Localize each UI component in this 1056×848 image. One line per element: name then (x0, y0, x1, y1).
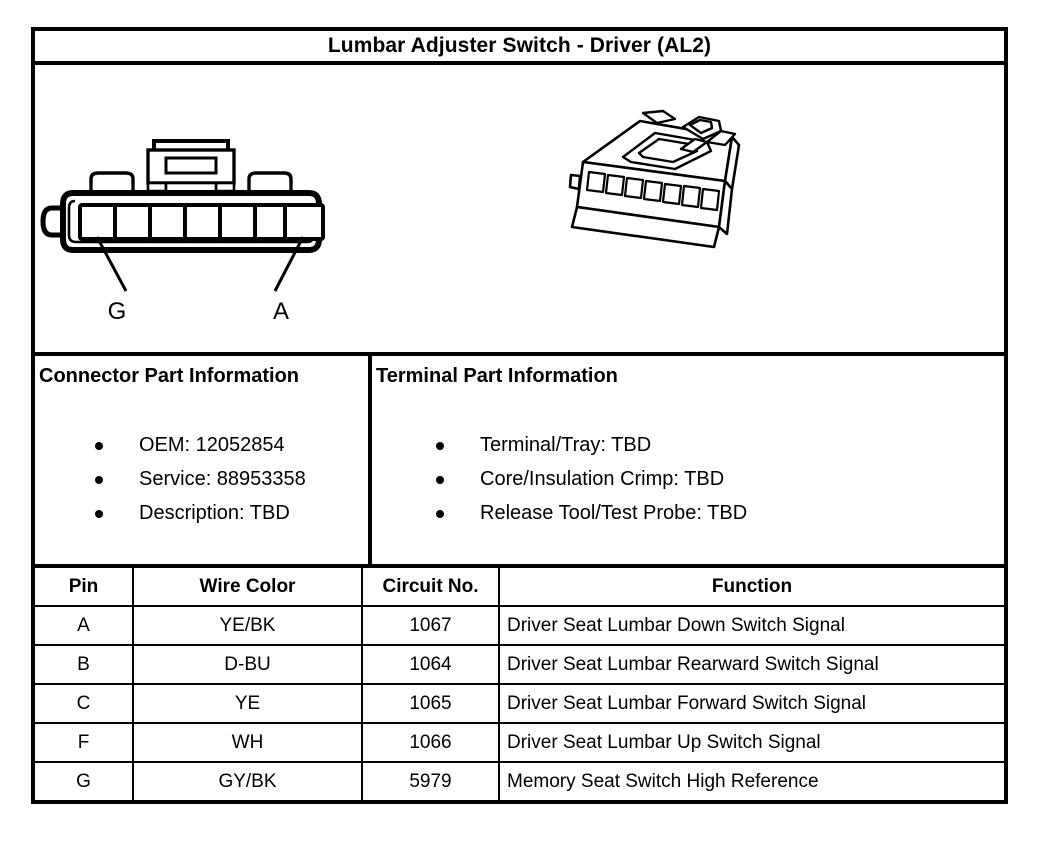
cavity-5 (218, 203, 260, 241)
connector-part-list: OEM: 12052854 Service: 88953358 Descript… (35, 428, 368, 530)
connector-illustration: G A (40, 109, 741, 325)
cell-circuit-no: 1067 (361, 605, 500, 646)
cell-circuit-no: 1066 (361, 722, 500, 763)
cell-wire-color: WH (132, 722, 363, 763)
pin-table: Pin Wire Color Circuit No. Function A YE… (31, 568, 1008, 804)
isometric-cavity-group (585, 170, 721, 212)
callout-label-g: G (108, 298, 127, 325)
cell-function: Driver Seat Lumbar Down Switch Signal (498, 605, 1006, 646)
column-header-wire: Wire Color (132, 568, 363, 607)
terminal-part-heading: Terminal Part Information (376, 365, 618, 387)
table-row: A YE/BK 1067 Driver Seat Lumbar Down Swi… (33, 605, 1006, 646)
table-row: C YE 1065 Driver Seat Lumbar Forward Swi… (33, 683, 1006, 724)
callout-label-a: A (273, 298, 289, 325)
table-row: G GY/BK 5979 Memory Seat Switch High Ref… (33, 761, 1006, 802)
cell-circuit-no: 1065 (361, 683, 500, 724)
cell-wire-color: D-BU (132, 644, 363, 685)
list-item: Terminal/Tray: TBD (372, 428, 1004, 462)
isometric-latch (621, 109, 737, 171)
cavity-4 (183, 203, 225, 241)
cell-pin: B (33, 644, 134, 685)
cell-circuit-no: 1064 (361, 644, 500, 685)
list-item: OEM: 12052854 (35, 428, 368, 462)
shoulder-tab-left (89, 171, 135, 195)
table-header-row: Pin Wire Color Circuit No. Function (33, 568, 1006, 607)
cell-pin: C (33, 683, 134, 724)
cavity-3 (148, 203, 190, 241)
cell-wire-color: GY/BK (132, 761, 363, 802)
table-row: F WH 1066 Driver Seat Lumbar Up Switch S… (33, 722, 1006, 763)
connector-part-heading: Connector Part Information (39, 365, 300, 387)
title-bar: Lumbar Adjuster Switch - Driver (AL2) (31, 27, 1008, 65)
cell-circuit-no: 5979 (361, 761, 500, 802)
parts-information-section: Connector Part Information OEM: 12052854… (31, 356, 1008, 568)
cell-function: Driver Seat Lumbar Forward Switch Signal (498, 683, 1006, 724)
connector-datasheet: Lumbar Adjuster Switch - Driver (AL2) (31, 27, 1008, 822)
list-item: Release Tool/Test Probe: TBD (372, 496, 1004, 530)
terminal-part-list: Terminal/Tray: TBD Core/Insulation Crimp… (372, 428, 1004, 530)
cavity-7 (283, 203, 325, 241)
list-item: Description: TBD (35, 496, 368, 530)
table-row: B D-BU 1064 Driver Seat Lumbar Rearward … (33, 644, 1006, 685)
cell-pin: A (33, 605, 134, 646)
cell-function: Driver Seat Lumbar Rearward Switch Signa… (498, 644, 1006, 685)
callout-leader-g (95, 236, 128, 292)
cavity-1 (78, 203, 120, 241)
connector-part-information: Connector Part Information OEM: 12052854… (35, 356, 372, 564)
column-header-pin: Pin (33, 568, 134, 607)
terminal-part-information: Terminal Part Information Terminal/Tray:… (372, 356, 1004, 564)
list-item: Core/Insulation Crimp: TBD (372, 462, 1004, 496)
cell-pin: F (33, 722, 134, 763)
shoulder-tab-right (247, 171, 293, 195)
column-header-function: Function (498, 568, 1006, 607)
page-title: Lumbar Adjuster Switch - Driver (AL2) (327, 34, 712, 57)
cell-wire-color: YE (132, 683, 363, 724)
cell-pin: G (33, 761, 134, 802)
callout-leader-a (273, 236, 305, 292)
cavity-2 (113, 203, 155, 241)
cell-function: Driver Seat Lumbar Up Switch Signal (498, 722, 1006, 763)
cavity-group (78, 203, 325, 241)
list-item: Service: 88953358 (35, 462, 368, 496)
cell-function: Memory Seat Switch High Reference (498, 761, 1006, 802)
connector-illustration-panel: G A (31, 65, 1008, 356)
cell-wire-color: YE/BK (132, 605, 363, 646)
column-header-circuit: Circuit No. (361, 568, 500, 607)
